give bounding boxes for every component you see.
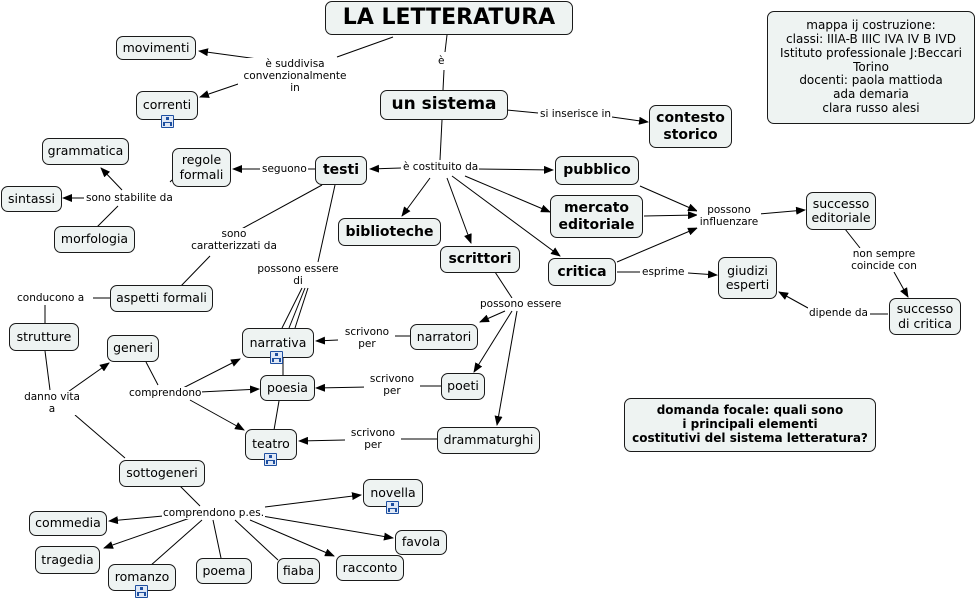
node-successo-editoriale[interactable]: successo editoriale bbox=[806, 192, 876, 230]
node-mercato-editoriale[interactable]: mercato editoriale bbox=[550, 195, 643, 238]
link-label-comprendono: comprendono bbox=[128, 387, 203, 400]
link-label-suddivisa: è suddivisa convenzionalmente in bbox=[238, 58, 352, 95]
node-morfologia[interactable]: morfologia bbox=[54, 226, 135, 253]
link-label-possono-essere: possono essere bbox=[479, 298, 563, 311]
node-sottogeneri[interactable]: sottogeneri bbox=[119, 460, 205, 487]
node-scrittori[interactable]: scrittori bbox=[440, 246, 520, 273]
node-regole-formali[interactable]: regole formali bbox=[172, 148, 231, 187]
node-favola[interactable]: favola bbox=[395, 530, 447, 555]
node-testi[interactable]: testi bbox=[315, 156, 367, 185]
link-label-non-sempre: non sempre coincide con bbox=[848, 248, 920, 273]
link-label-stabilite: sono stabilite da bbox=[85, 192, 174, 205]
link-label-possono-influenzare: possono influenzare bbox=[697, 204, 761, 229]
node-correnti[interactable]: correnti bbox=[136, 91, 198, 120]
link-label-caratterizzati: sono caratterizzati da bbox=[188, 228, 280, 253]
node-contesto-storico[interactable]: contesto storico bbox=[649, 105, 732, 148]
link-label-scrivono-per-2: scrivono per bbox=[364, 373, 420, 398]
node-drammaturghi[interactable]: drammaturghi bbox=[437, 427, 540, 454]
link-label-inserisce: si inserisce in bbox=[539, 108, 613, 121]
link-label-scrivono-per-1: scrivono per bbox=[339, 326, 395, 351]
node-un-sistema[interactable]: un sistema bbox=[380, 90, 508, 120]
info-box: mappa ij costruzione: classi: IIIA-B III… bbox=[767, 11, 975, 124]
link-label-danno-vita: danno vita a bbox=[20, 391, 84, 416]
node-poesia[interactable]: poesia bbox=[260, 375, 315, 401]
node-critica[interactable]: critica bbox=[548, 258, 616, 286]
link-label-dipende: dipende da bbox=[808, 307, 869, 320]
submap-icon-teatro[interactable] bbox=[264, 453, 277, 466]
link-label-conducono: conducono a bbox=[16, 292, 86, 305]
link-label-seguono: seguono bbox=[261, 163, 308, 176]
submap-icon-romanzo[interactable] bbox=[135, 585, 148, 598]
link-label-e: è bbox=[437, 55, 446, 68]
node-grammatica[interactable]: grammatica bbox=[42, 138, 129, 165]
link-label-comprendono-pes: comprendono p.es. bbox=[162, 507, 266, 520]
submap-icon-narrativa[interactable] bbox=[270, 351, 283, 364]
node-tragedia[interactable]: tragedia bbox=[35, 546, 100, 574]
link-label-scrivono-per-3: scrivono per bbox=[345, 427, 401, 452]
node-giudizi-esperti[interactable]: giudizi esperti bbox=[718, 257, 777, 299]
node-narratori[interactable]: narratori bbox=[410, 324, 478, 350]
submap-icon-correnti[interactable] bbox=[161, 115, 174, 128]
node-la-letteratura[interactable]: LA LETTERATURA bbox=[325, 1, 573, 35]
link-label-costituito: è costituito da bbox=[402, 161, 480, 174]
link-label-possono-essere-di: possono essere di bbox=[254, 263, 342, 288]
submap-icon-novella[interactable] bbox=[386, 501, 399, 514]
link-label-esprime: esprime bbox=[641, 266, 686, 279]
node-racconto[interactable]: racconto bbox=[336, 555, 404, 581]
node-successo-di-critica[interactable]: successo di critica bbox=[889, 298, 961, 335]
node-poeti[interactable]: poeti bbox=[441, 373, 485, 400]
node-fiaba[interactable]: fiaba bbox=[277, 558, 320, 584]
node-strutture[interactable]: strutture bbox=[9, 323, 79, 351]
node-pubblico[interactable]: pubblico bbox=[555, 156, 639, 185]
node-commedia[interactable]: commedia bbox=[29, 511, 107, 536]
node-sintassi[interactable]: sintassi bbox=[1, 186, 62, 212]
node-movimenti[interactable]: movimenti bbox=[116, 36, 196, 60]
focus-question-box: domanda focale: quali sono i principali … bbox=[624, 398, 876, 452]
node-aspetti-formali[interactable]: aspetti formali bbox=[110, 285, 213, 312]
node-generi[interactable]: generi bbox=[107, 335, 159, 362]
node-biblioteche[interactable]: biblioteche bbox=[338, 218, 441, 246]
node-poema[interactable]: poema bbox=[196, 558, 252, 584]
